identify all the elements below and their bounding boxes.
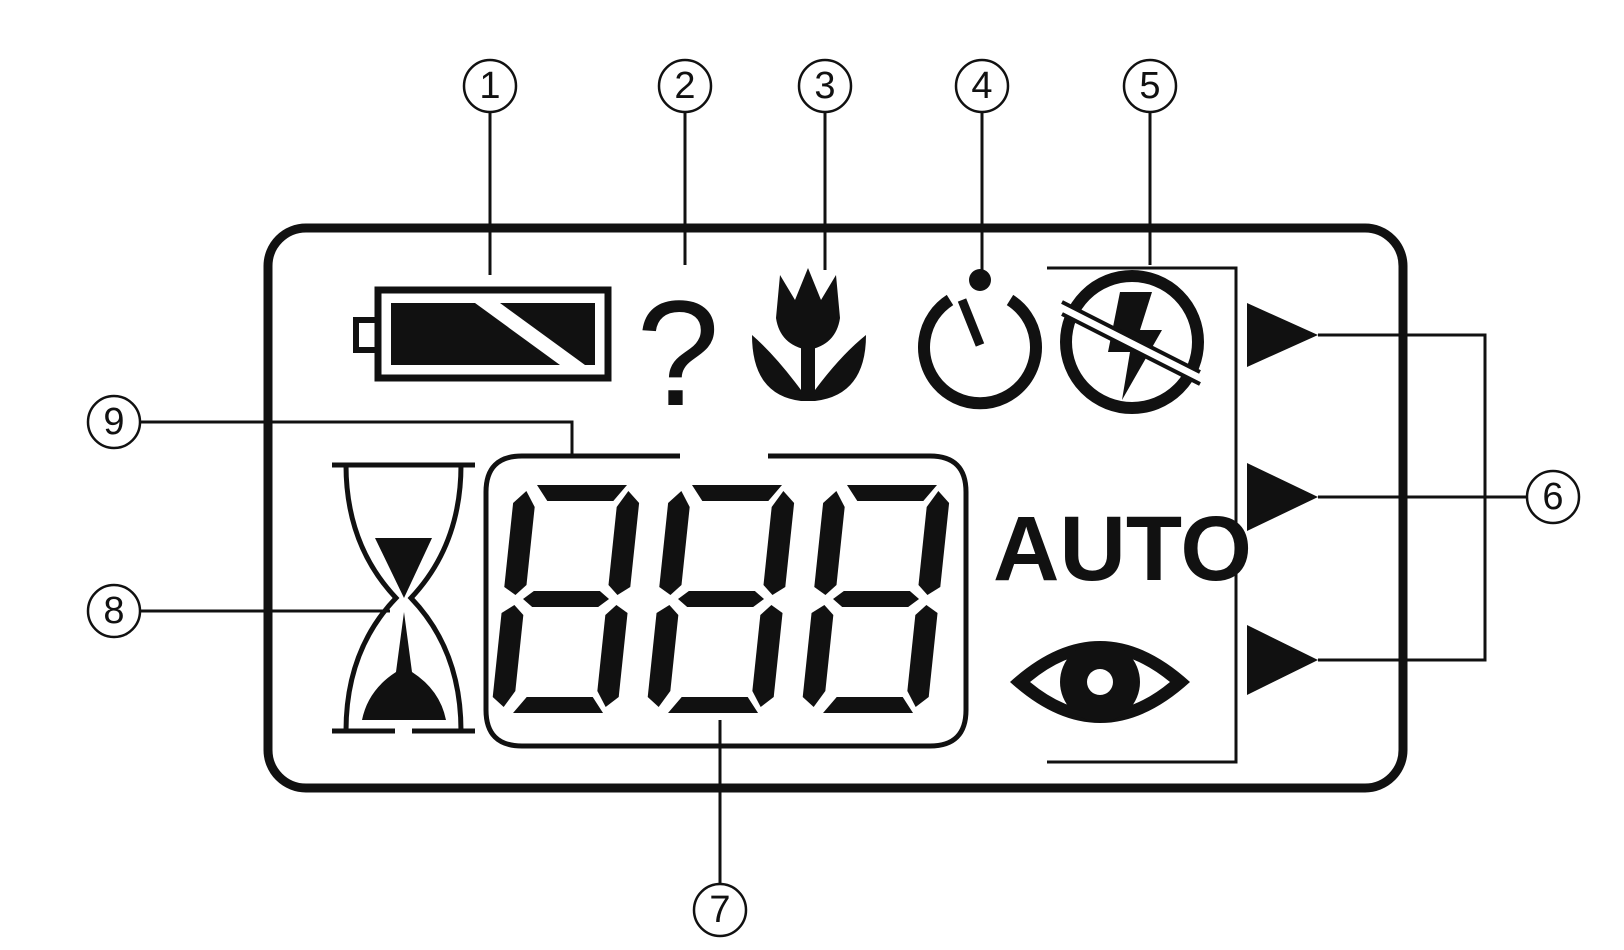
macro-flower-icon [752, 268, 866, 401]
callout-1: 1 [462, 58, 518, 114]
callout-6: 6 [1525, 469, 1581, 525]
callout-8-number: 8 [103, 590, 124, 632]
callout-2: 2 [657, 58, 713, 114]
battery-icon [353, 286, 612, 382]
callout-9-number: 9 [103, 401, 124, 443]
callout-8: 8 [86, 583, 142, 639]
leader-9 [140, 420, 574, 456]
flash-off-icon [1059, 270, 1204, 414]
mode-pointer-top [1247, 303, 1318, 367]
question-mark-icon: ? [636, 269, 719, 437]
callout-9: 9 [86, 394, 142, 450]
callout-6-number: 6 [1542, 476, 1563, 518]
frame-counter-display [483, 453, 969, 749]
callout-4: 4 [954, 58, 1010, 114]
callout-5-number: 5 [1139, 65, 1160, 107]
counter-digit-2 [647, 485, 795, 713]
auto-flash-label: AUTO [993, 498, 1252, 600]
callout-2-number: 2 [674, 65, 695, 107]
callout-7: 7 [692, 882, 748, 938]
callout-3: 3 [797, 58, 853, 114]
callout-3-number: 3 [814, 65, 835, 107]
self-timer-icon [918, 269, 1042, 410]
red-eye-reduction-icon [1010, 641, 1190, 723]
counter-digit-1 [492, 485, 640, 713]
counter-digit-3 [802, 485, 950, 713]
mode-pointer-middle [1247, 463, 1318, 531]
callout-1-number: 1 [479, 65, 500, 107]
hourglass-icon [332, 462, 475, 734]
mode-pointer-icon [1247, 303, 1318, 695]
callout-5: 5 [1122, 58, 1178, 114]
frame-counter-digits [492, 485, 950, 713]
icon-column-bracket [1047, 266, 1238, 764]
callout-4-number: 4 [971, 65, 992, 107]
mode-pointer-bottom [1247, 625, 1318, 695]
callout-7-number: 7 [709, 889, 730, 931]
